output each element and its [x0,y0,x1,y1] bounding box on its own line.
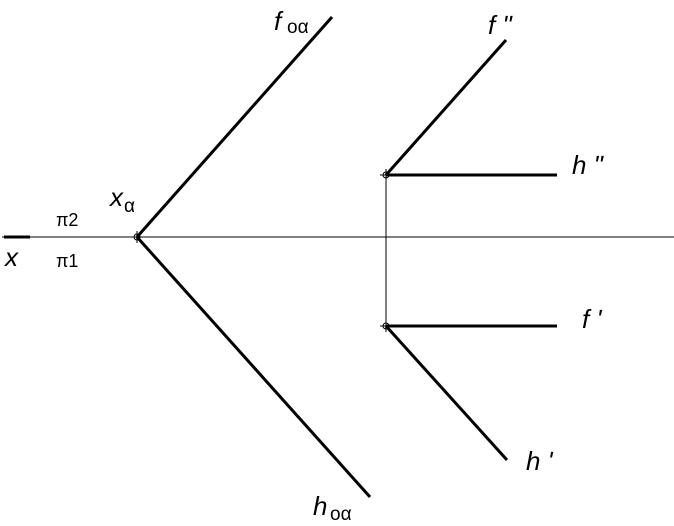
label-pi2: π2 [56,210,78,230]
point-marker-x-alpha [131,231,143,243]
front-trace-f-oa [135,16,334,238]
label-f-double: f ʺ [488,10,513,40]
label-f-single: f ʹ [582,304,602,334]
label-f-oa-sub: oα [287,17,309,38]
frontal-f-double-line [384,39,508,176]
label-f-oa-main: f [274,6,284,36]
label-h-single: h ʹ [526,446,554,476]
label-x-alpha-sub: α [124,196,135,217]
point-marker-upper [380,169,392,181]
label-axis-x: x [3,242,19,272]
point-marker-lower [380,320,392,332]
label-x-alpha-main: x [108,182,124,212]
horizontal-h-single-line [384,324,509,462]
label-pi1: π1 [56,251,78,271]
label-h-oa-main: h [313,491,327,521]
label-h-oa-sub: oα [330,504,352,525]
horizontal-trace-h-oa [135,235,372,499]
label-h-double: h ʺ [572,150,605,180]
